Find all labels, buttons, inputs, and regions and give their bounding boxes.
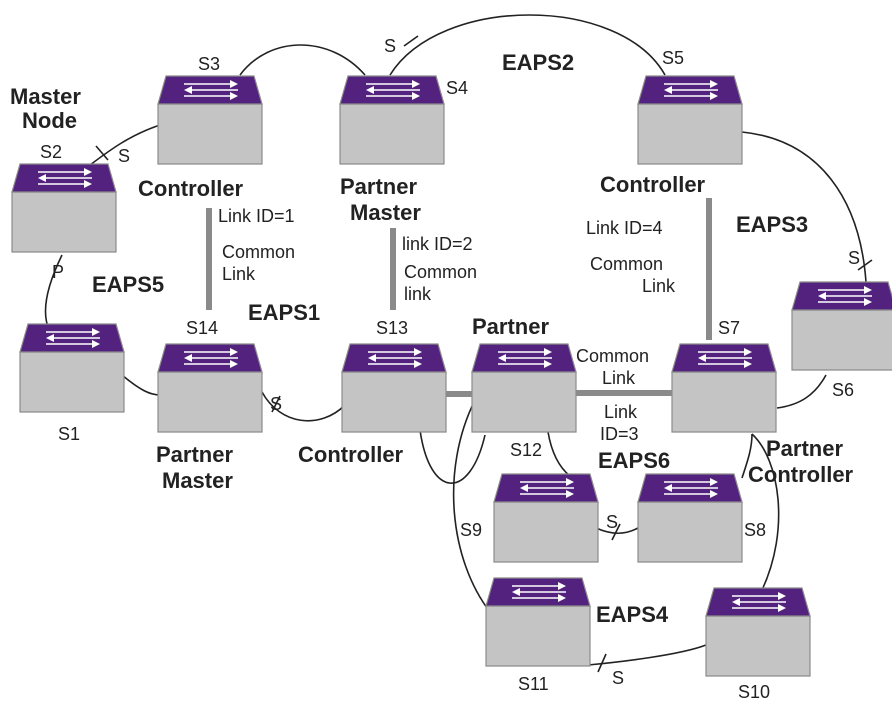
eaps3-ring-link-s6-s7 — [776, 374, 827, 409]
role-controller-s13: Controller — [298, 442, 404, 467]
eaps5-ring-link-s1-s14 — [121, 374, 161, 396]
role-controller-s5: Controller — [600, 172, 706, 197]
port-marker-s11-secondary: S — [612, 668, 624, 688]
switch-label-s10: S10 — [738, 682, 770, 702]
switch-s14 — [157, 343, 263, 433]
block-tick-s4 — [403, 35, 419, 47]
role-master-node-line1: Master — [10, 84, 81, 109]
link2-common-line2: link — [404, 284, 432, 304]
port-marker-s14-secondary: S — [270, 394, 282, 414]
role-partner-controller-line2: Controller — [748, 462, 854, 487]
role-controller-s3: Controller — [138, 176, 244, 201]
link1-common-line1: Common — [222, 242, 295, 262]
switch-label-s14: S14 — [186, 318, 218, 338]
block-tick-s2 — [95, 145, 109, 161]
port-marker-s4-secondary: S — [384, 36, 396, 56]
link1-common-line2: Link — [222, 264, 256, 284]
switch-label-s3: S3 — [198, 54, 220, 74]
role-partner-master-s14-line2: Master — [162, 468, 233, 493]
link4-common-line1: Common — [590, 254, 663, 274]
block-tick-s14 — [271, 395, 281, 413]
switch-s4 — [339, 75, 445, 165]
switch-label-s11: S11 — [518, 674, 549, 694]
switch-s3 — [157, 75, 263, 165]
switch-label-s2: S2 — [40, 142, 62, 162]
link2-common-line1: Common — [404, 262, 477, 282]
switch-label-s7: S7 — [718, 318, 740, 338]
ring-label-eaps2: EAPS2 — [502, 50, 574, 75]
port-marker-s6-secondary: S — [848, 248, 860, 268]
ring-label-eaps1: EAPS1 — [248, 300, 320, 325]
eaps5-ring-link-s2-s3 — [89, 124, 161, 166]
switch-label-s4: S4 — [446, 78, 468, 98]
switch-s13 — [341, 343, 447, 433]
switch-s2 — [11, 163, 117, 253]
switch-s8 — [637, 473, 743, 563]
switch-label-s5: S5 — [662, 48, 684, 68]
switch-s5 — [637, 75, 743, 165]
link3-id-line2: ID=3 — [600, 424, 639, 444]
port-marker-s2-secondary: S — [118, 146, 130, 166]
switch-s11 — [485, 577, 591, 667]
switch-s9 — [493, 473, 599, 563]
switch-s12 — [471, 343, 577, 433]
eaps4-ring-link-left — [452, 399, 491, 613]
switch-s6 — [791, 281, 892, 371]
role-partner-master-s4-line1: Partner — [340, 174, 417, 199]
switch-s7 — [671, 343, 777, 433]
port-marker-s2-primary: P — [52, 262, 64, 282]
block-tick-s11 — [597, 653, 607, 673]
eaps6-ring-link-s9-s8 — [595, 527, 639, 535]
port-marker-s8-secondary: S — [606, 512, 618, 532]
link3-common-line2: Link — [602, 368, 636, 388]
role-partner-controller-line1: Partner — [766, 436, 843, 461]
eaps3-ring-link-s5-s6 — [741, 131, 867, 283]
eaps6-ring-link-s12-s9 — [547, 431, 571, 477]
eaps1-ring-link-s14-s13 — [261, 391, 346, 422]
eaps6-ring-link-s13-s12 — [419, 429, 486, 484]
switch-label-s1: S1 — [58, 424, 80, 444]
ring-label-eaps5: EAPS5 — [92, 272, 164, 297]
ring-label-eaps3: EAPS3 — [736, 212, 808, 237]
link4-id-label: Link ID=4 — [586, 218, 663, 238]
switch-label-s13: S13 — [376, 318, 408, 338]
eaps1-ring-link-s3-s4 — [239, 44, 366, 76]
switch-label-s9: S9 — [460, 520, 482, 540]
link3-id-line1: Link — [604, 402, 638, 422]
switch-s10 — [705, 587, 811, 677]
switch-label-s6: S6 — [832, 380, 854, 400]
ring-label-eaps6: EAPS6 — [598, 448, 670, 473]
role-master-node-line2: Node — [22, 108, 77, 133]
eaps4-ring-link-bottom — [587, 644, 707, 666]
switch-s1 — [19, 323, 125, 413]
ring-label-eaps4: EAPS4 — [596, 602, 669, 627]
role-partner-master-s4-line2: Master — [350, 200, 421, 225]
eaps2-ring-link-s4-s5 — [389, 14, 666, 76]
link1-id-label: Link ID=1 — [218, 206, 295, 226]
switch-label-s8: S8 — [744, 520, 766, 540]
link4-common-line2: Link — [642, 276, 676, 296]
switch-label-s12: S12 — [510, 440, 542, 460]
link3-common-line1: Common — [576, 346, 649, 366]
block-tick-s6 — [857, 259, 873, 271]
role-partner-master-s14-line1: Partner — [156, 442, 233, 467]
eaps4-ring-link-right — [751, 433, 780, 591]
block-tick-s8 — [611, 523, 621, 541]
role-partner-s12: Partner — [472, 314, 549, 339]
eaps6-ring-link-s8-s7 — [741, 433, 753, 479]
link2-id-label: link ID=2 — [402, 234, 473, 254]
